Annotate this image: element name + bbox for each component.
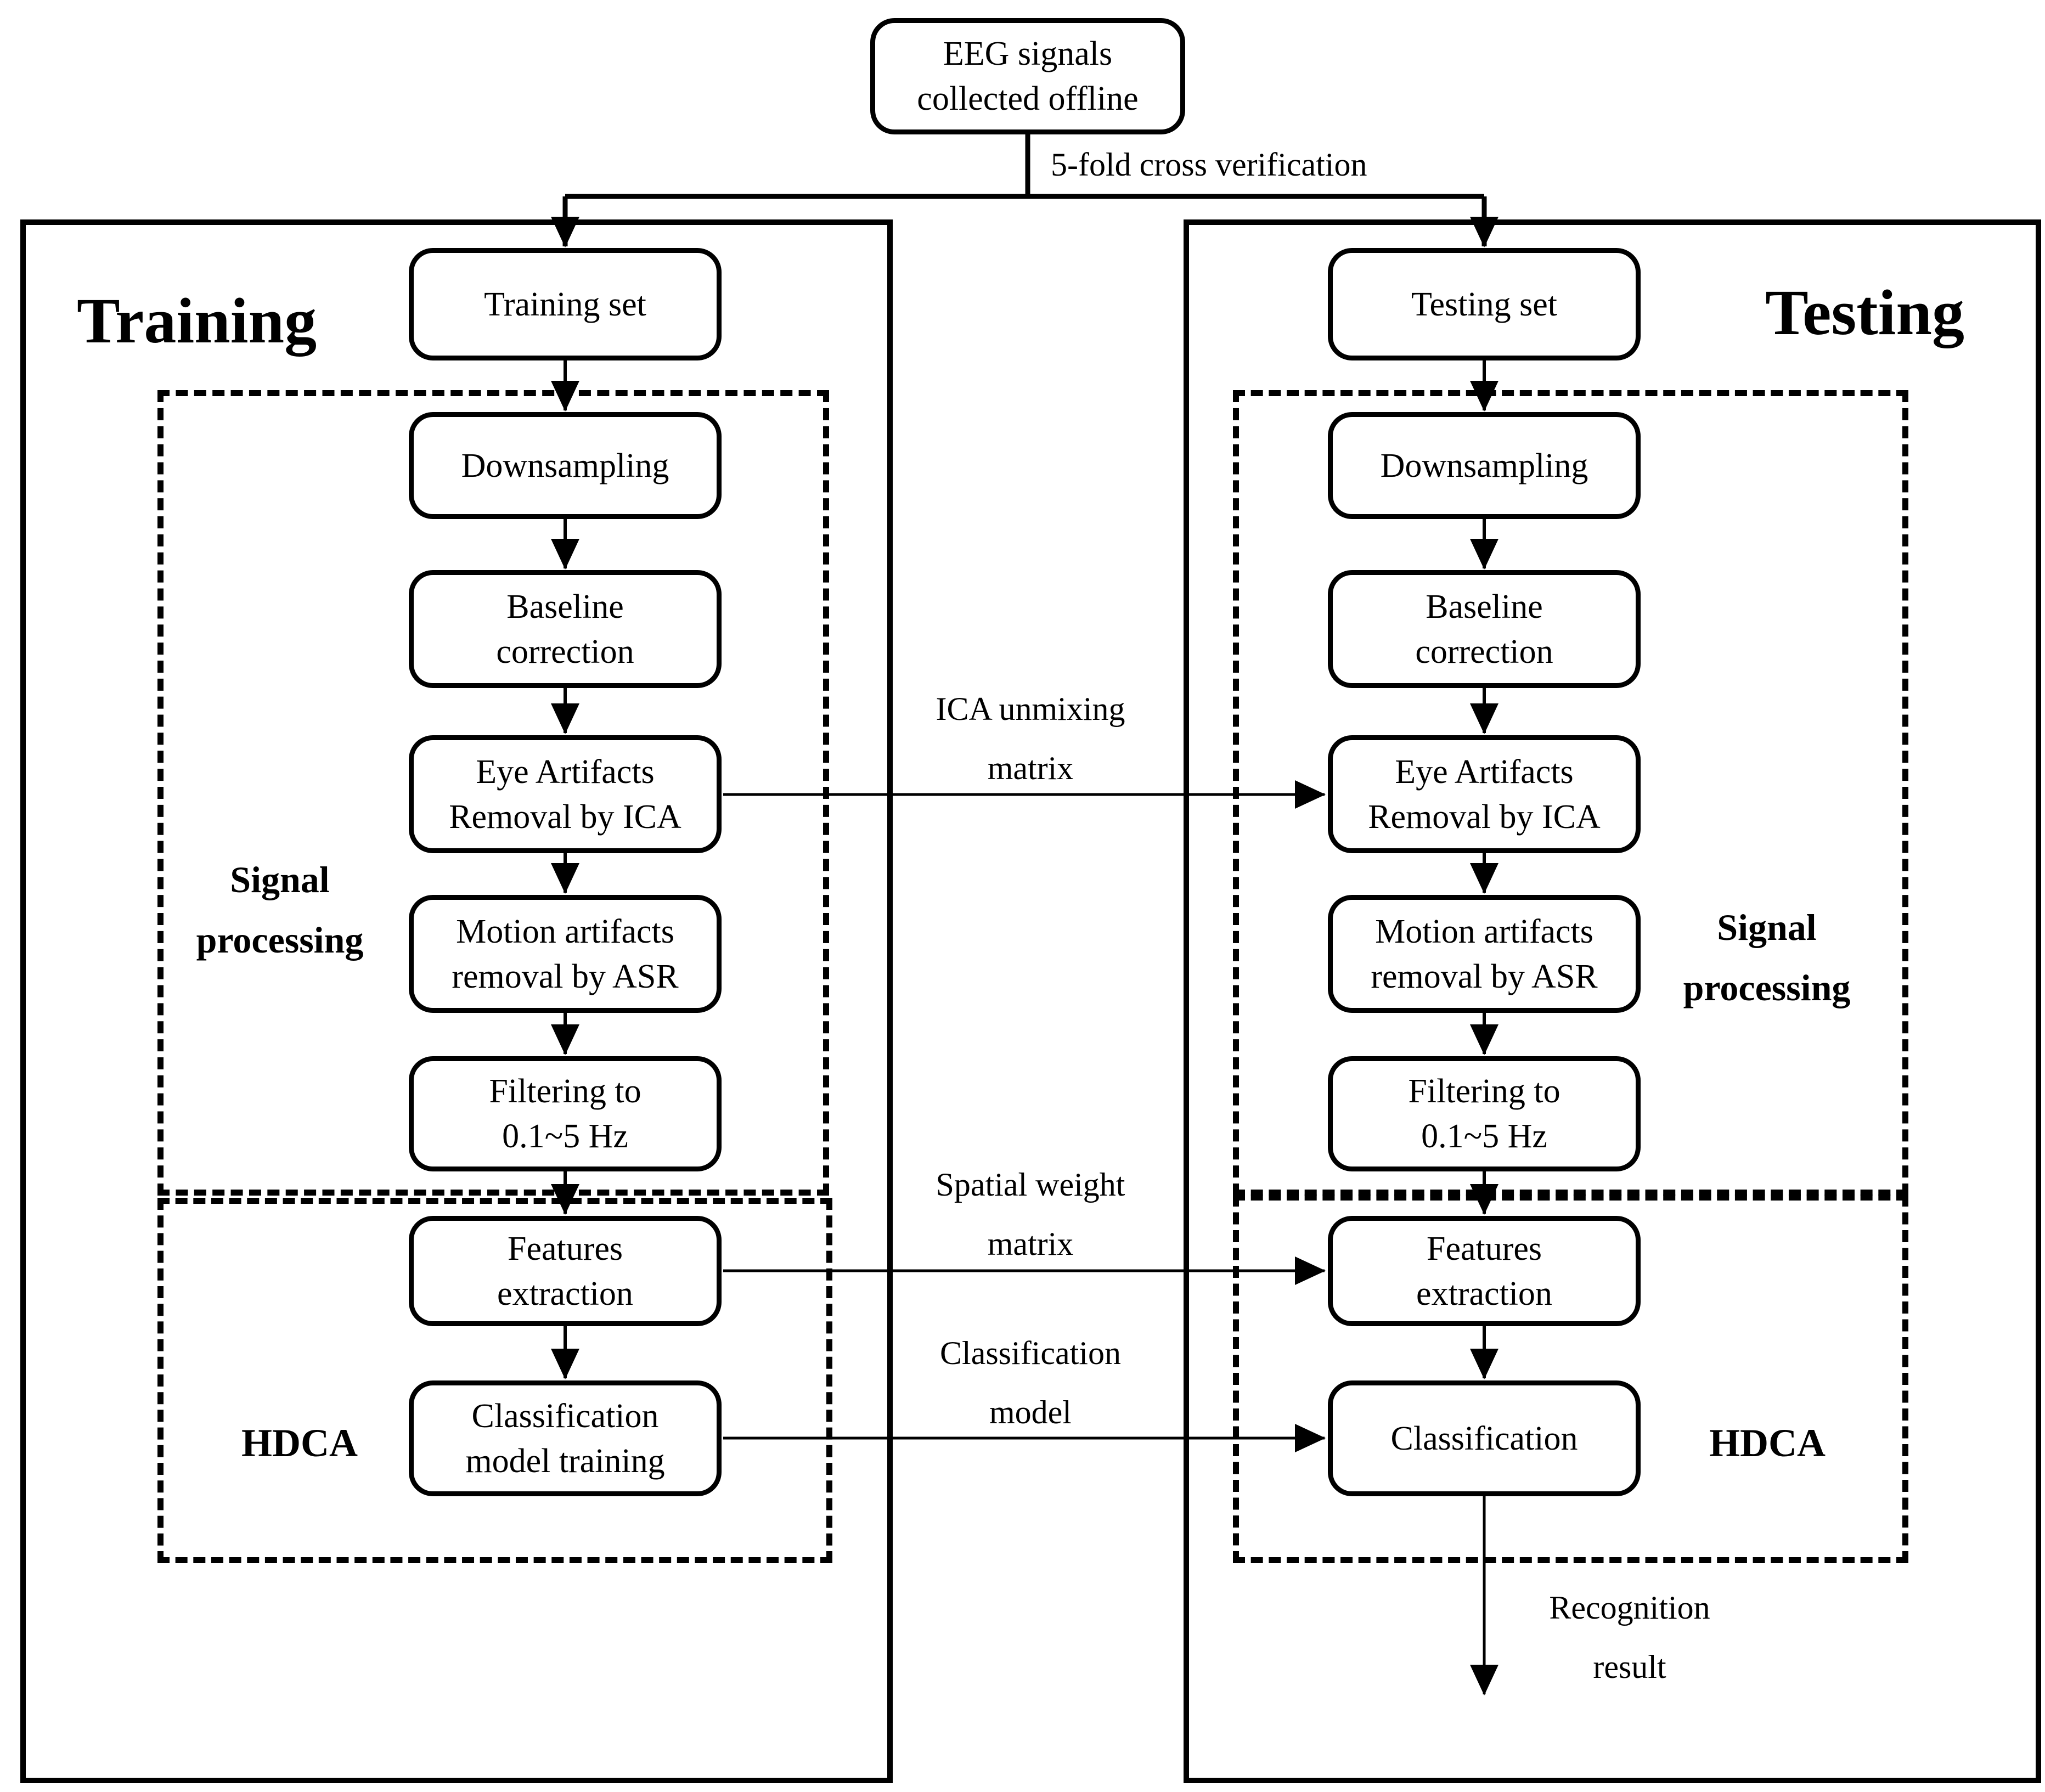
- node-eye-artifacts-testing: Eye Artifacts Removal by ICA: [1328, 735, 1641, 853]
- signal-processing-box-testing: [1233, 390, 1908, 1196]
- signal-processing-label-testing: Signal processing: [1683, 906, 1851, 1008]
- node-filtering-testing: Filtering to 0.1~5 Hz: [1328, 1056, 1641, 1171]
- eeg-source-node: EEG signals collected offline: [870, 18, 1185, 134]
- node-downsampling-training: Downsampling: [409, 412, 722, 519]
- node-filtering-training: Filtering to 0.1~5 Hz: [409, 1056, 722, 1171]
- node-motion-artifacts-training: Motion artifacts removal by ASR: [409, 895, 722, 1013]
- testing-container: [1184, 219, 2041, 1783]
- node-training-set: Training set: [409, 248, 722, 360]
- five-fold-label: 5-fold cross verification: [1051, 146, 1367, 183]
- hdca-box-training: [157, 1198, 832, 1563]
- node-baseline-correction-training: Baseline correction: [409, 570, 722, 688]
- spatial-weight-label: Spatial weight matrix: [936, 1167, 1125, 1262]
- node-features-extraction-testing: Features extraction: [1328, 1216, 1641, 1326]
- node-eye-artifacts-training: Eye Artifacts Removal by ICA: [409, 735, 722, 853]
- node-downsampling-testing: Downsampling: [1328, 412, 1641, 519]
- hdca-box-testing: [1233, 1194, 1908, 1563]
- node-testing-set: Testing set: [1328, 248, 1641, 360]
- testing-title: Testing: [1765, 277, 1964, 348]
- training-container: [20, 219, 893, 1783]
- signal-processing-box-training: [157, 390, 829, 1196]
- classification-model-label: Classification model: [940, 1335, 1121, 1430]
- ica-unmixing-label: ICA unmixing matrix: [936, 691, 1125, 786]
- signal-processing-label-training: Signal processing: [196, 859, 364, 961]
- node-baseline-correction-testing: Baseline correction: [1328, 570, 1641, 688]
- node-features-extraction-training: Features extraction: [409, 1216, 722, 1326]
- hdca-label-testing: HDCA: [1709, 1421, 1826, 1465]
- node-classification-testing: Classification: [1328, 1380, 1641, 1496]
- recognition-result-label: Recognition result: [1549, 1590, 1710, 1685]
- hdca-label-training: HDCA: [241, 1421, 358, 1465]
- training-title: Training: [77, 285, 317, 357]
- node-classification-model-training: Classification model training: [409, 1380, 722, 1496]
- node-motion-artifacts-testing: Motion artifacts removal by ASR: [1328, 895, 1641, 1013]
